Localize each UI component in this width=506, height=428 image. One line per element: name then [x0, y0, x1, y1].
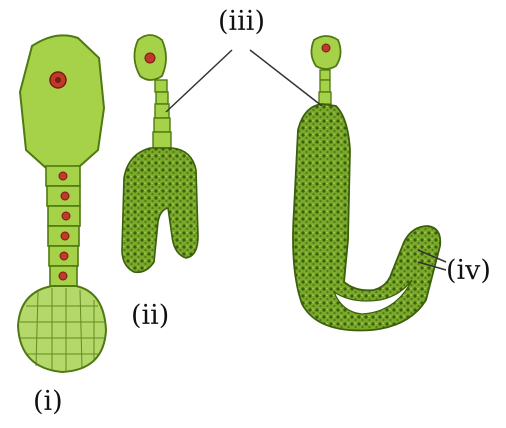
label-iii: (iii): [218, 6, 265, 37]
stage-i-filament: [46, 166, 80, 286]
label-iv: (iv): [446, 255, 491, 286]
stage-ii-forked-tissue: [122, 148, 198, 272]
label-ii: (ii): [131, 300, 169, 331]
stage-i-apical-cell: [20, 35, 104, 168]
leader-iii-to-large: [250, 50, 322, 106]
large-curved-tissue: [293, 104, 440, 330]
label-i: (i): [33, 386, 63, 417]
stage-iii-iv-diagram: [293, 36, 440, 330]
stage-i-diagram: [18, 35, 106, 372]
stage-ii-diagram: [122, 35, 198, 272]
stage-i-globular-base: [18, 286, 106, 372]
leader-iii-to-ii: [166, 50, 232, 112]
